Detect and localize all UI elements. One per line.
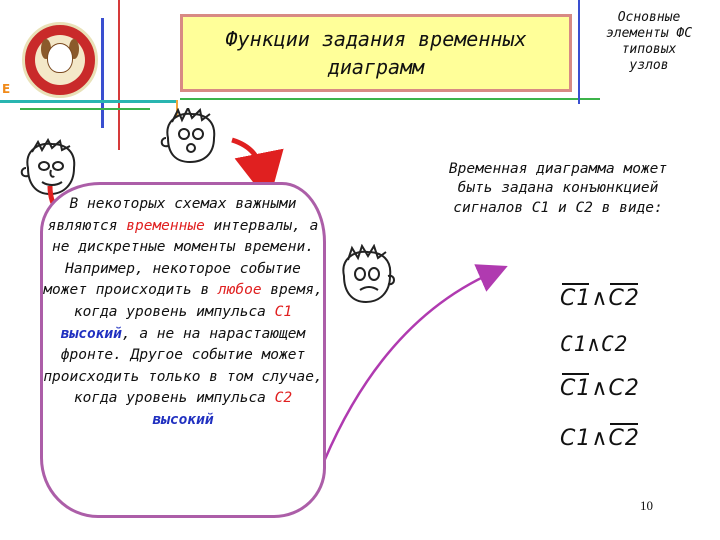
decorative-line-teal (0, 100, 178, 103)
formula-c1-negated: C1 (560, 373, 592, 401)
decorative-line-green (20, 108, 150, 110)
formula-and: ∧ (591, 286, 609, 311)
cartoon-face-left-icon (20, 138, 76, 196)
decorative-line-red (118, 0, 120, 150)
arrow-top-to-bubble (231, 137, 284, 203)
formula-and: ∧ (587, 332, 601, 356)
logo-dog-face-icon (47, 43, 73, 73)
speech-bubble (40, 182, 326, 518)
decorative-line-blue (101, 18, 104, 128)
logo (22, 22, 98, 98)
bubble-text-part: , а не на нарастающем фронте. Другое соб… (43, 325, 323, 407)
highlight-any: любое (217, 282, 262, 299)
formula-and: ∧ (591, 376, 609, 401)
formula-c1: C1 (560, 426, 592, 451)
arrow-bubble-to-right-text (310, 264, 508, 493)
bubble-text-part: В некоторых схемах важными являются (47, 196, 297, 234)
highlight-c2: С2 (274, 390, 293, 407)
logo-ear-left (41, 39, 51, 59)
cartoon-face-right-icon (342, 244, 395, 304)
explanation-text: Временная диаграмма может быть задана ко… (448, 161, 668, 216)
formula-c1-and-c2: C1∧C2 (560, 332, 680, 356)
highlight-temporal: временные (126, 217, 205, 234)
formula-c1: C1 (560, 332, 588, 356)
side-caption: Основные элементы ФС типовых узлов (605, 10, 693, 73)
formula-c2-negated: C2 (608, 283, 640, 311)
formula-c1-and-not-c2: C1∧C2 (560, 423, 680, 451)
highlight-high-c1: высокий (60, 325, 122, 342)
title-box: Функции задания временных диаграмм (180, 14, 572, 92)
highlight-high-c2: высокий (152, 411, 214, 428)
highlight-c1: С1 (274, 303, 293, 320)
formula-c2-negated: C2 (608, 423, 640, 451)
logo-letter: E (2, 82, 11, 96)
logo-inner (35, 35, 85, 85)
formula-c2: C2 (600, 332, 629, 356)
decorative-line-orange (176, 100, 178, 130)
bubble-text-part: интервалы, а не дискретные моменты време… (43, 217, 319, 299)
title-underline (180, 98, 600, 100)
formula-and: ∧ (591, 426, 609, 451)
title-divider (578, 0, 580, 104)
bubble-text-part: время, когда уровень импульса (73, 282, 323, 320)
logo-ear-right (69, 39, 79, 59)
cartoon-face-top-icon (160, 108, 216, 164)
formula-c1-negated: C1 (560, 283, 592, 311)
bubble-text: В некоторых схемах важными являются врем… (42, 194, 324, 432)
formula-not-c1-and-not-c2: C1∧C2 (560, 283, 680, 311)
page-title: Функции задания временных диаграмм (225, 27, 527, 79)
formula-not-c1-and-c2: C1∧C2 (560, 373, 680, 401)
formula-c2: C2 (608, 376, 640, 401)
page-number: 10 (640, 498, 653, 513)
